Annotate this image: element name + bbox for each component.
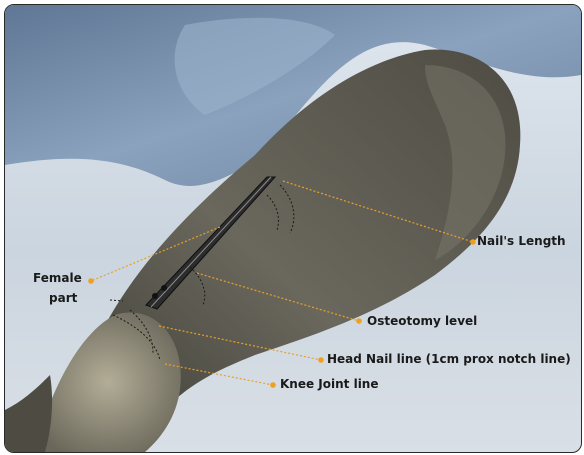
illustration-frame: Nail's Length Female part Osteotomy leve… <box>4 4 582 453</box>
dot-head-nail <box>318 357 324 363</box>
knee-shape <box>35 312 181 452</box>
dot-knee-joint <box>270 382 276 388</box>
label-head-nail-line: Head Nail line (1cm prox notch line) <box>327 352 571 367</box>
label-nail-length: Nail's Length <box>477 234 566 249</box>
dot-nail-length <box>470 239 476 245</box>
label-female-part-line2: part <box>49 291 77 306</box>
dot-female-part <box>88 278 94 284</box>
label-osteotomy-level: Osteotomy level <box>367 314 477 329</box>
label-knee-joint-line: Knee Joint line <box>280 377 378 392</box>
label-female-part-line1: Female <box>33 271 82 286</box>
dot-osteotomy <box>356 318 362 324</box>
